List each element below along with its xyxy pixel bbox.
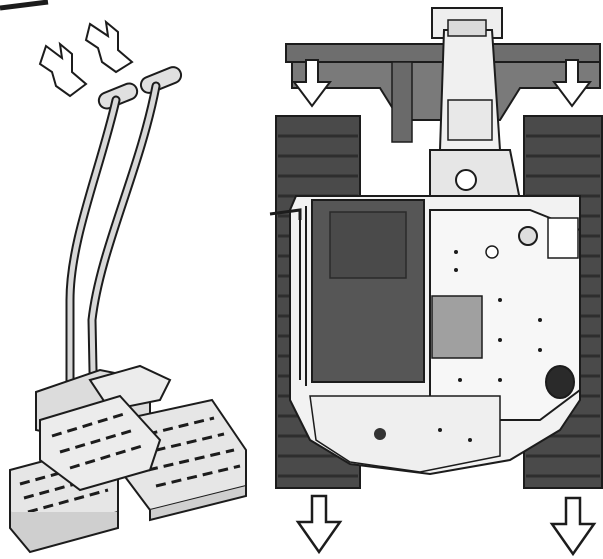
push-arrow-right bbox=[84, 19, 134, 74]
grab-handle bbox=[269, 208, 302, 220]
lever-grip-right bbox=[139, 66, 183, 94]
corner-mark bbox=[0, 0, 49, 11]
counterweight bbox=[309, 395, 501, 473]
left-panel-levers-pedals bbox=[0, 0, 247, 554]
pedal-right bbox=[119, 398, 247, 522]
engine-grille bbox=[431, 295, 483, 359]
push-arrow-left bbox=[38, 41, 88, 98]
boom-arm bbox=[429, 7, 522, 201]
fuel-cap bbox=[518, 226, 538, 246]
lever-shaft-left-fill bbox=[67, 97, 119, 393]
upper-body bbox=[269, 195, 581, 476]
down-arrow-bottom-right bbox=[549, 496, 597, 557]
down-arrow-top-right bbox=[552, 59, 592, 108]
exhaust bbox=[545, 365, 575, 399]
down-arrow-top-left bbox=[292, 59, 332, 108]
pedal-center bbox=[39, 394, 162, 492]
right-panel-excavator bbox=[269, 7, 603, 557]
down-arrow-bottom-left bbox=[295, 494, 343, 555]
lever-shaft-right-fill bbox=[89, 83, 159, 423]
